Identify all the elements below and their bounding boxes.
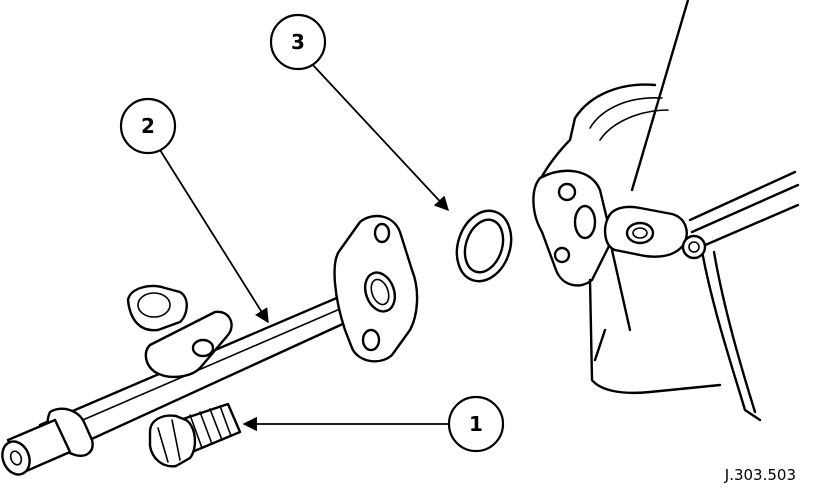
callout-label-3: 3 xyxy=(291,30,305,54)
callout-circle-3 xyxy=(269,13,327,71)
bolt xyxy=(148,402,242,468)
leader-line-3 xyxy=(311,63,449,212)
pipe-assembly xyxy=(1,214,419,476)
leader-line-2 xyxy=(159,149,269,324)
engine-block-housing xyxy=(532,0,800,422)
callout-circle-2 xyxy=(119,97,177,155)
callout-label-1: 1 xyxy=(469,412,483,436)
seal-ring xyxy=(455,209,513,283)
figure-reference-code: J.303.503 xyxy=(724,466,796,484)
callout-label-2: 2 xyxy=(141,114,155,138)
callout-circle-1 xyxy=(447,395,505,453)
